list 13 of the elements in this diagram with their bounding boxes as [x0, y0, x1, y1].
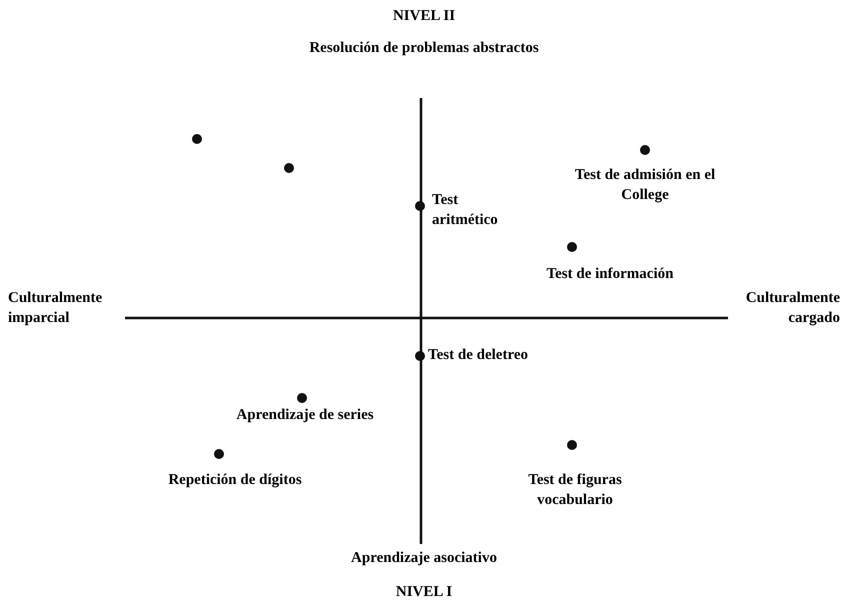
axis-label: Test de admisión en el College — [574, 166, 716, 205]
axis-label: Culturalmente imparcial — [8, 289, 104, 328]
axis-label: Resolución de problemas abstractos — [308, 39, 540, 58]
axis-label: Aprendizaje de series — [235, 406, 375, 425]
axis-label: Repetición de dígitos — [167, 471, 303, 490]
axis-label: Culturalmente cargado — [744, 289, 840, 328]
axis-label: NIVEL I — [394, 583, 454, 602]
axis-label: Test aritmético — [432, 191, 499, 230]
axis-label: Test de figuras vocabulario — [527, 471, 623, 510]
axis-label: NIVEL II — [392, 7, 456, 26]
axis-label: Aprendizaje asociativo — [350, 549, 498, 568]
axis-label: Test de deletreo — [428, 346, 529, 365]
axis-label: Test de información — [546, 265, 674, 284]
